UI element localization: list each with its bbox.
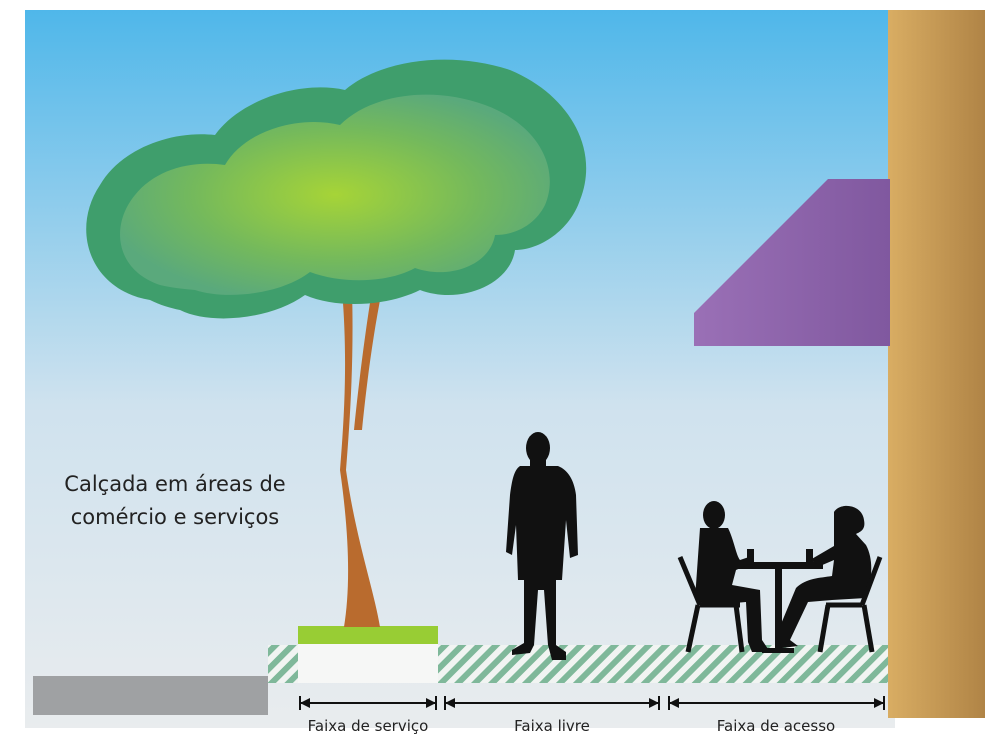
- seated-man-silhouette: [695, 501, 770, 652]
- zone-label-livre: Faixa livre: [514, 717, 590, 735]
- dimension-lines: [299, 696, 885, 710]
- building-wall: [888, 10, 985, 718]
- caption-line-1: Calçada em áreas de: [64, 472, 286, 496]
- zone-label-acesso: Faixa de acesso: [717, 717, 835, 735]
- diagram-caption: Calçada em áreas de comércio e serviços: [40, 468, 310, 534]
- chair-right-silhouette: [817, 556, 883, 653]
- cafe-table-silhouette: [735, 549, 823, 653]
- seated-woman-silhouette: [776, 505, 872, 648]
- street-curb: [33, 676, 268, 715]
- planter-grass: [298, 626, 438, 644]
- tree-canopy: [86, 59, 587, 319]
- tree-planter: [298, 643, 438, 683]
- standing-man-silhouette: [506, 432, 578, 660]
- chair-left-silhouette: [677, 556, 745, 653]
- caption-line-2: comércio e serviços: [70, 505, 280, 529]
- awning: [694, 179, 890, 346]
- tree-trunk: [340, 290, 382, 627]
- zone-label-servico: Faixa de serviço: [308, 717, 429, 735]
- sidewalk-hatch-left: [268, 645, 298, 683]
